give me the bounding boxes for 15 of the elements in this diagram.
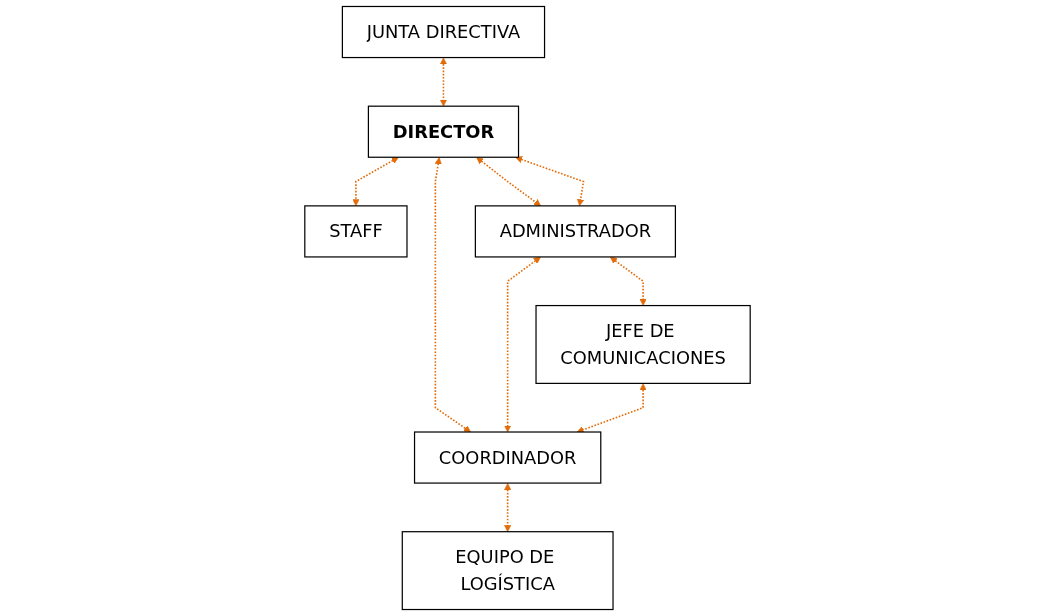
arrow xyxy=(576,383,647,434)
node-box: COORDINADOR xyxy=(413,431,602,484)
arrow xyxy=(476,157,541,207)
node-box: DIRECTOR xyxy=(367,105,520,158)
arrow xyxy=(434,157,471,433)
arrow xyxy=(504,256,541,433)
arrow xyxy=(504,483,512,533)
node-box: EQUIPO DE LOGÍSTICA xyxy=(401,531,614,611)
node-box: ADMINISTRADOR xyxy=(474,205,676,258)
arrow xyxy=(439,57,448,107)
arrow xyxy=(610,256,647,306)
arrow xyxy=(515,156,585,207)
arrow xyxy=(352,157,399,207)
node-box: JEFE DE COMUNICACIONES xyxy=(535,304,751,384)
node-box: STAFF xyxy=(304,205,408,258)
